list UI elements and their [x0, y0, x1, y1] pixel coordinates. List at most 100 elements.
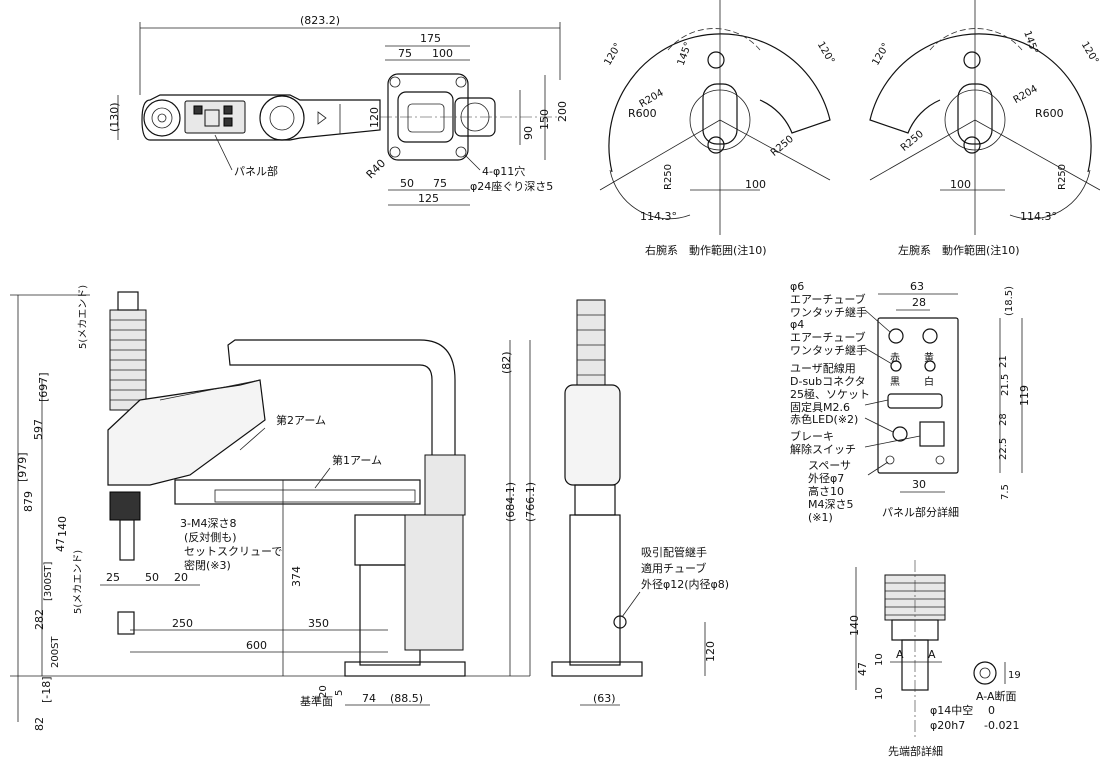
dim-total-length: (823.2) — [300, 14, 340, 27]
pd-tube4-3: ワンタッチ継手 — [790, 343, 867, 357]
pd-spacer-5: (※1) — [808, 511, 833, 524]
pd-d63: 63 — [910, 280, 924, 293]
sv-screw-4: 密閉(※3) — [184, 558, 231, 572]
fv-d63: (63) — [593, 692, 616, 705]
td-section: A-A断面 — [976, 689, 1017, 703]
la-d100: 100 — [950, 178, 971, 191]
td-hollow: φ14中空 — [930, 703, 973, 717]
sv-screw-2: (反対側も) — [184, 530, 237, 544]
pd-dsub-2: D-subコネクタ — [790, 375, 866, 388]
td-a-left: A — [896, 648, 904, 661]
left-arm-range: 120° 120° 145° R204 R600 R250 R250 100 1… — [869, 0, 1100, 257]
ra-r250a: R250 — [769, 134, 796, 159]
td-d19: 19 — [1008, 670, 1021, 681]
sv-d250: 250 — [172, 617, 193, 630]
la-r250b: R250 — [1057, 164, 1068, 190]
dim-125: 125 — [418, 192, 439, 205]
td-d10: 10 — [874, 653, 885, 666]
right-arm-range: 120° 120° 145° R204 R600 R250 R250 100 1… — [599, 0, 837, 257]
fv-pipe-1: 吸引配管継手 — [641, 545, 707, 559]
pd-dsub-1: ユーザ配線用 — [790, 361, 856, 375]
sv-mech-end-top: 5(メカエンド) — [77, 285, 89, 349]
dim-50: 50 — [400, 177, 414, 190]
pd-d18: (18.5) — [1004, 286, 1015, 316]
sv-d5: 5 — [334, 690, 345, 696]
sv-d684: (684.1) — [504, 482, 517, 522]
dim-75: 75 — [398, 47, 412, 60]
ra-angle-bottom: 114.3° — [640, 210, 677, 223]
td-d47: 47 — [856, 662, 869, 676]
fv-pipe-2: 適用チューブ — [641, 561, 706, 575]
pd-d28: 28 — [912, 296, 926, 309]
fv-pipe-3: 外径φ12(内径φ8) — [641, 577, 729, 591]
dim-100: 100 — [432, 47, 453, 60]
pd-led: 赤色LED(※2) — [790, 412, 858, 426]
sv-d20b: 20 — [318, 685, 329, 698]
pd-d75: 7.5 — [1000, 484, 1011, 500]
pd-d30: 30 — [912, 478, 926, 491]
la-caption: 左腕系 動作範囲(注10) — [898, 243, 1020, 257]
sv-d200st: 200ST — [50, 636, 61, 668]
sv-d597: 597 — [32, 419, 45, 440]
sv-d82b: (82) — [500, 351, 513, 374]
dim-130: (130) — [108, 102, 121, 132]
hole-note-1: 4-φ11穴 — [482, 164, 525, 178]
pd-brake-2: 解除スイッチ — [790, 442, 856, 456]
sv-d697: [697] — [37, 372, 50, 402]
sv-screw-1: 3-M4深さ8 — [180, 517, 236, 530]
panel-label: パネル部 — [234, 164, 278, 178]
sv-dm18: [-18] — [40, 676, 53, 703]
pd-d119: 119 — [1018, 385, 1031, 406]
td-title: 先端部詳細 — [888, 744, 943, 758]
pd-spacer-3: 高さ10 — [808, 484, 844, 498]
sv-arm1-label: 第1アーム — [332, 453, 382, 467]
sv-arm2-label: 第2アーム — [276, 413, 326, 427]
sv-d879: 879 — [22, 491, 35, 512]
sv-base-ref: 基準面 — [300, 694, 333, 708]
dim-200: 200 — [556, 101, 569, 122]
td-a-right: A — [928, 648, 936, 661]
top-view: (823.2) 175 75 100 (130) 120 — [108, 14, 569, 206]
sv-d766: (766.1) — [524, 482, 537, 522]
dim-75b: 75 — [433, 177, 447, 190]
sv-d50: 50 — [145, 571, 159, 584]
ra-angle-right: 120° — [815, 40, 837, 66]
la-r204: R204 — [1012, 84, 1040, 107]
dim-r40: R40 — [364, 157, 388, 181]
sv-mech-end-bottom: 5(メカエンド) — [72, 550, 84, 614]
panel-detail: 赤 黄 黒 白 63 28 (18.5) 21 21.5 119 28 22.5… — [790, 280, 1031, 524]
sv-d979: [979] — [16, 452, 29, 482]
pd-black: 黒 — [890, 376, 900, 388]
front-bellows-lines — [577, 314, 605, 376]
pd-red: 赤 — [890, 352, 900, 364]
sv-d374: 374 — [290, 566, 303, 587]
pd-brake-1: ブレーキ — [790, 429, 834, 443]
front-view: 吸引配管継手 適用チューブ 外径φ12(内径φ8) 120 (63) — [551, 299, 729, 706]
dim-175: 175 — [420, 32, 441, 45]
pd-d215: 21.5 — [1000, 374, 1011, 396]
pd-tube6-1: φ6 — [790, 280, 804, 293]
tip-detail: 140 47 10 10 A A 19 A-A断面 φ14中空 φ20h7 0 … — [848, 560, 1021, 758]
ra-r250b: R250 — [663, 164, 674, 190]
dim-90: 90 — [522, 126, 535, 140]
pd-white: 白 — [924, 375, 934, 388]
pd-dsub-4: 固定具M2.6 — [790, 400, 850, 414]
sv-d74: 74 — [362, 692, 376, 705]
sv-d282: 282 — [33, 609, 46, 630]
side-view: 879 [979] 597 [697] 282 200ST [300ST] 82… — [10, 285, 537, 731]
td-tol-top: 0 — [988, 704, 995, 717]
sv-d82: 82 — [33, 717, 46, 731]
sv-screw-3: セットスクリューで — [184, 545, 282, 558]
pd-yellow: 黄 — [924, 351, 934, 364]
pd-dsub-3: 25極、ソケット — [790, 387, 870, 401]
sv-d20: 20 — [174, 571, 188, 584]
sv-d300st: [300ST] — [43, 562, 54, 601]
pd-d28b: 28 — [998, 413, 1009, 426]
sv-d25: 25 — [106, 571, 120, 584]
pd-d225: 22.5 — [998, 438, 1009, 460]
pd-spacer-2: 外径φ7 — [808, 472, 844, 485]
pd-d21: 21 — [998, 355, 1009, 368]
fv-d120: 120 — [704, 641, 717, 662]
td-tol-bottom: -0.021 — [984, 719, 1019, 732]
